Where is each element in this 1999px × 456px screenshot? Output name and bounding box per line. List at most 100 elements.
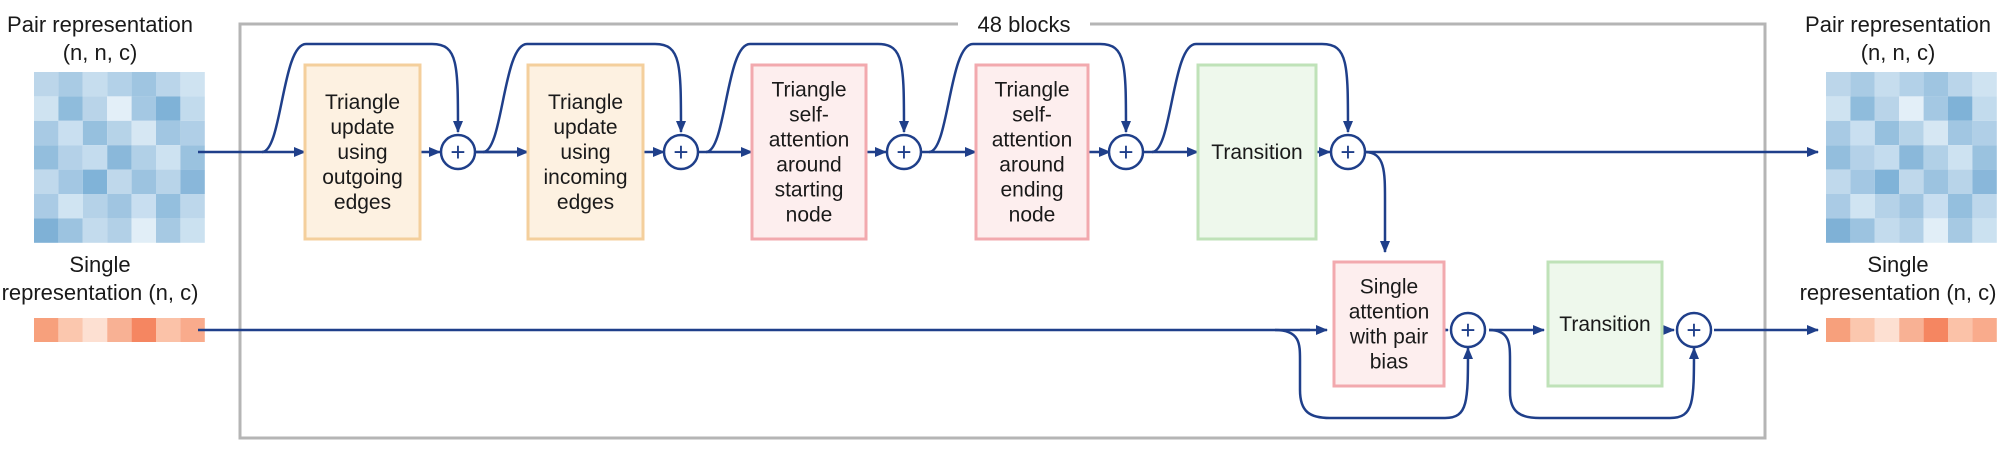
single-cell [1850,318,1875,342]
pair-cell [1923,218,1948,243]
pair-cell [131,72,156,97]
pair-cell [82,169,108,194]
single-cell [156,318,181,342]
plus-sign: + [673,137,688,167]
pair-cell [1874,120,1900,146]
block-label-line: Triangle [994,79,1069,102]
single-track-arrows [198,325,1819,420]
pair-cell [156,218,181,243]
right-pair-representation [1826,72,1997,243]
single-cell [131,318,156,342]
block-label-line: attention [992,129,1073,152]
plus-circle [1329,133,1367,171]
block-box [1332,260,1446,388]
pair-cell [1850,194,1875,219]
block-label-line: update [330,116,394,139]
pair-cell [34,145,59,170]
block-label-line: with pair [1349,326,1428,349]
pair-cell [180,169,205,194]
block-label-line: Triangle [325,91,400,114]
pair-cell [131,120,156,146]
pair-cell [82,120,108,146]
block-box [303,63,422,241]
pair-cell [1899,218,1924,243]
pair-cell [1923,72,1948,97]
single-cell [107,318,132,342]
pair-cell [156,169,181,194]
right-single-dims: representation (n, c) [1800,280,1997,305]
single-cell [1899,318,1924,342]
block-label-line: outgoing [322,166,403,189]
right-pair-dims: (n, n, c) [1861,40,1936,65]
single-cell [1948,318,1973,342]
plus-circle [1675,311,1713,349]
block-label-line: self- [789,104,829,127]
pair-cell [107,218,132,243]
pair-cell [1899,96,1924,121]
pair-cell [1850,145,1875,170]
pair-cell [1826,194,1851,219]
blocks: TriangleupdateusingoutgoingedgesTriangle… [303,63,1664,388]
left-pair-dims: (n, n, c) [63,40,138,65]
pair-cell [58,145,83,170]
pair-cell [1826,96,1851,121]
plus-node: + [1107,133,1145,171]
plus-nodes: +++++++ [439,133,1713,349]
left-single-title: Single [69,252,130,277]
block-label-line: Triangle [548,91,623,114]
pair-cell [82,145,108,170]
pair-cell [1899,194,1924,219]
pair-cell [1972,72,1997,97]
block-label-line: edges [557,191,614,214]
pair-cell [1948,96,1973,121]
block-label-line: edges [334,191,391,214]
block-label-line: Triangle [771,79,846,102]
plus-node: + [1329,133,1367,171]
pair-cell [1972,96,1997,121]
pair-cell [34,218,59,243]
pair-cell [1923,194,1948,219]
pair-cell [1923,96,1948,121]
plus-node: + [1675,311,1713,349]
left-pair-representation [34,72,205,243]
stack-label: 48 blocks [978,12,1071,37]
pair-cell [34,120,59,146]
pair-cell [58,96,83,121]
block-label-line: using [560,141,610,164]
pair-cell [180,72,205,97]
pair-cell [107,169,132,194]
block-label-line: Transition [1559,313,1650,336]
pair-cell [1874,145,1900,170]
pair-cell [107,145,132,170]
pair-cell [82,218,108,243]
pair-cell [1826,72,1851,97]
plus-sign: + [1340,137,1355,167]
plus-circle [662,133,700,171]
pair-cell [1826,169,1851,194]
pair-cell [34,96,59,121]
pair-cell [156,120,181,146]
block-label-line: ending [1000,179,1063,202]
pair-cell [180,218,205,243]
pair-cell [34,169,59,194]
pair-cell [1972,169,1997,194]
block-label-line: around [776,154,841,177]
pair-cell [1850,169,1875,194]
block-single-transition: Transition [1546,260,1664,388]
block-label-line: around [999,154,1064,177]
pair-cell [1923,169,1948,194]
block-pair-transition: Transition [1196,63,1318,241]
pair-cell [1899,72,1924,97]
pair-cell [131,169,156,194]
block-label-line: node [786,204,833,227]
block-label-line: incoming [543,166,627,189]
plus-node: + [885,133,923,171]
pair-cell [156,145,181,170]
pair-cell [107,194,132,219]
pair-cell [1948,194,1973,219]
pair-cell [1899,120,1924,146]
left-pair-title: Pair representation [7,12,193,37]
plus-sign: + [450,137,465,167]
